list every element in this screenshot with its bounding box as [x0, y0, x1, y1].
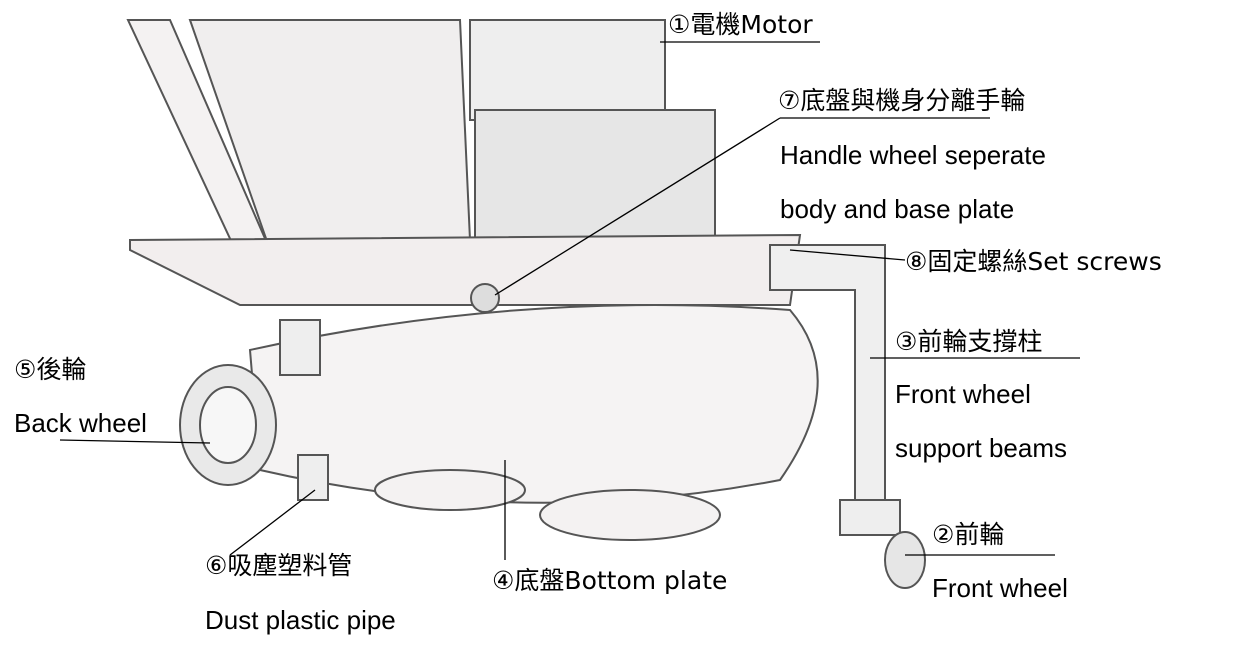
label-pipe-en: Dust plastic pipe	[205, 605, 396, 635]
label-bottom-plate: ④底盤Bottom plate	[492, 566, 728, 595]
label-pipe-zh: ⑥吸塵塑料管	[205, 551, 353, 580]
label-beam-en-1: Front wheel	[895, 379, 1031, 409]
label-beam-en-2: support beams	[895, 433, 1067, 463]
label-handle-wheel-en-2: body and base plate	[780, 194, 1015, 224]
label-front-wheel-zh: ②前輪	[932, 520, 1005, 549]
label-set-screws: ⑧固定螺絲Set screws	[905, 247, 1162, 276]
grinding-disc	[374, 469, 526, 511]
label-beam-zh: ③前輪支撐柱	[895, 327, 1043, 356]
label-handle-wheel-zh: ⑦底盤與機身分離手輪	[778, 86, 1026, 115]
dust-pipe	[297, 454, 329, 501]
label-handle-wheel-en-1: Handle wheel seperate	[780, 140, 1046, 170]
front-wheel-shape	[884, 531, 926, 589]
frame-bar	[129, 233, 802, 306]
base-plate	[248, 304, 819, 504]
label-back-wheel-zh: ⑤後輪	[14, 355, 87, 384]
motor-top	[469, 19, 666, 121]
handle-knob	[470, 283, 500, 313]
label-back-wheel-en: Back wheel	[14, 408, 147, 438]
label-front-wheel-en: Front wheel	[932, 573, 1068, 603]
grinding-disc	[539, 489, 721, 541]
label-motor: ①電機Motor	[668, 10, 813, 39]
